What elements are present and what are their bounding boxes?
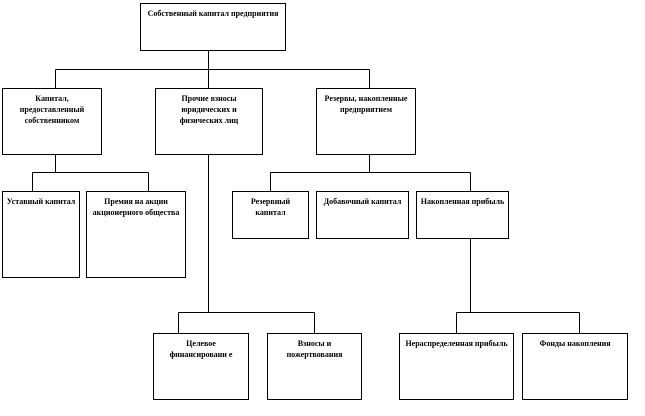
- node-additional-capital: Добавочный капитал: [316, 191, 409, 239]
- node-label: Целевое финансировани е: [169, 339, 233, 359]
- node-owner-capital: Капитал, предоставленный собственником: [2, 88, 102, 155]
- node-label: Нераспределенная прибыль: [405, 339, 508, 348]
- node-accumulation-funds: Фонды накопления: [522, 333, 628, 400]
- node-reserve-capital: Резервный капитал: [232, 191, 309, 239]
- node-label: Взносы и пожертвования: [286, 339, 343, 359]
- node-label: Премия на акции акционерного общества: [92, 197, 180, 217]
- node-label: Добавочный капитал: [323, 197, 402, 206]
- node-label: Уставный капитал: [6, 197, 76, 206]
- node-target-financing: Целевое финансировани е: [153, 333, 249, 400]
- node-accumulated-profit: Накопленная прибыль: [416, 191, 509, 239]
- node-label: Прочие взносы юридических и физических л…: [179, 94, 239, 125]
- node-label: Резервный капитал: [250, 197, 291, 217]
- node-label: Накопленная прибыль: [420, 197, 505, 206]
- node-label: Собственный капитал предприятия: [147, 9, 279, 18]
- node-own-capital: Собственный капитал предприятия: [140, 3, 286, 51]
- node-share-premium: Премия на акции акционерного общества: [86, 191, 186, 278]
- node-retained-earnings: Нераспределенная прибыль: [399, 333, 514, 400]
- node-label: Фонды накопления: [539, 339, 611, 348]
- node-charter-capital: Уставный капитал: [2, 191, 80, 278]
- node-other-contributions: Прочие взносы юридических и физических л…: [155, 88, 263, 155]
- node-label: Резервы, накопленные предприятием: [324, 94, 408, 114]
- node-accumulated-reserves: Резервы, накопленные предприятием: [316, 88, 416, 155]
- node-donations: Взносы и пожертвования: [267, 333, 362, 400]
- node-label: Капитал, предоставленный собственником: [19, 94, 85, 125]
